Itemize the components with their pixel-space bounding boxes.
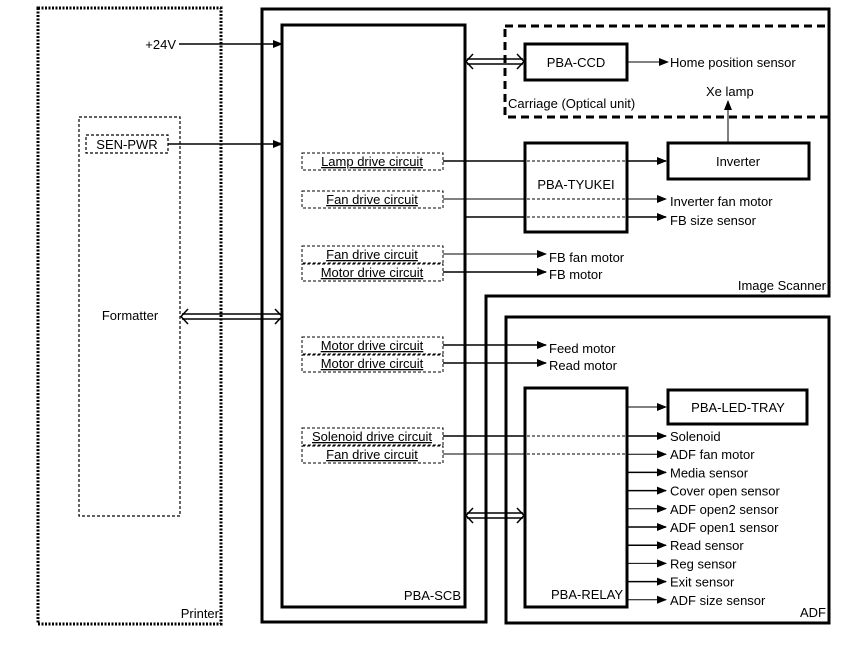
formatter-scb-bus	[179, 308, 284, 325]
xe-lamp-label: Xe lamp	[706, 84, 754, 99]
adf-output-label: ADF size sensor	[670, 593, 766, 608]
read-motor-label: Read motor	[549, 358, 618, 373]
formatter-label: Formatter	[102, 308, 159, 323]
adf-output-label: Media sensor	[670, 465, 749, 480]
fb-size-label: FB size sensor	[670, 213, 757, 228]
home-sensor-label: Home position sensor	[670, 55, 796, 70]
carriage-label: Carriage (Optical unit)	[508, 96, 635, 111]
feed-motor-label: Feed motor	[549, 341, 616, 356]
scb-label: PBA-SCB	[404, 588, 461, 603]
sen-pwr-label: SEN-PWR	[96, 137, 157, 152]
circuit-label: Fan drive circuit	[326, 192, 418, 207]
circuit-label: Motor drive circuit	[321, 356, 424, 371]
circuit-box	[301, 245, 444, 264]
circuit-box	[301, 336, 444, 355]
adf-output-label: Reg sensor	[670, 556, 737, 571]
circuit-box	[301, 445, 444, 464]
fb-motor-label: FB motor	[549, 267, 603, 282]
adf-output-label: Cover open sensor	[670, 484, 781, 499]
circuit-label: Solenoid drive circuit	[312, 429, 432, 444]
carriage-box	[503, 24, 831, 119]
circuit-box	[301, 190, 444, 209]
led-tray-box	[666, 388, 809, 426]
adf-output-label: Read sensor	[670, 538, 744, 553]
circuit-label: Motor drive circuit	[321, 338, 424, 353]
power-label: +24V	[145, 37, 176, 52]
led-tray-label: PBA-LED-TRAY	[691, 400, 785, 415]
circuit-box	[301, 354, 444, 373]
relay-label: PBA-RELAY	[551, 587, 623, 602]
ccd-label: PBA-CCD	[547, 55, 606, 70]
tyukei-label: PBA-TYUKEI	[537, 177, 614, 192]
fb-fan-label: FB fan motor	[549, 250, 625, 265]
scb-relay-bus	[464, 507, 526, 524]
circuit-label: Fan drive circuit	[326, 447, 418, 462]
image-scanner-label: Image Scanner	[738, 278, 827, 293]
adf-label: ADF	[800, 605, 826, 620]
printer-box	[36, 6, 223, 626]
circuit-label: Fan drive circuit	[326, 247, 418, 262]
scb-box	[280, 23, 467, 609]
inverter-box	[666, 141, 811, 181]
printer-label: Printer	[181, 606, 220, 621]
image-scanner-box	[260, 7, 831, 624]
inverter-fan-label: Inverter fan motor	[670, 194, 773, 209]
adf-output-label: ADF open1 sensor	[670, 520, 779, 535]
circuit-box	[301, 427, 444, 446]
scb-ccd-bus	[464, 53, 526, 70]
adf-output-label: ADF open2 sensor	[670, 502, 779, 517]
circuit-label: Motor drive circuit	[321, 265, 424, 280]
circuit-box	[301, 152, 444, 171]
adf-output-label: Exit sensor	[670, 575, 735, 590]
inverter-label: Inverter	[716, 154, 761, 169]
adf-output-label: ADF fan motor	[670, 447, 755, 462]
tyukei-box	[523, 141, 629, 234]
adf-box	[504, 315, 831, 625]
circuit-box	[301, 263, 444, 282]
adf-output-label: Solenoid	[670, 429, 721, 444]
circuit-label: Lamp drive circuit	[321, 154, 423, 169]
relay-box	[523, 386, 629, 609]
